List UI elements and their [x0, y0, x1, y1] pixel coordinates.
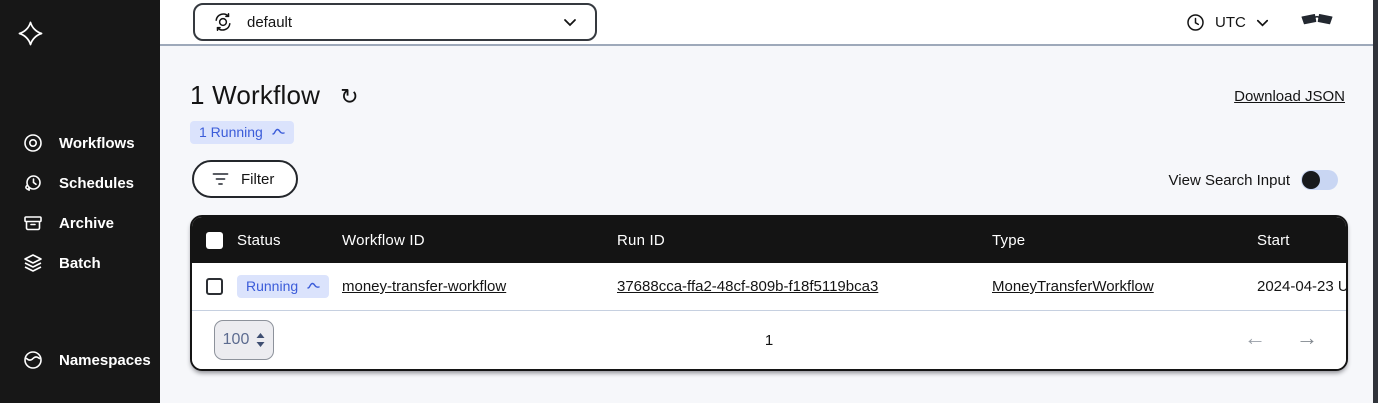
archive-icon [22, 212, 44, 234]
sidebar-nav-bottom: Namespaces [0, 340, 160, 380]
sidebar-item-label: Namespaces [59, 351, 151, 369]
batch-icon [22, 252, 44, 274]
namespace-switcher-icon [211, 10, 235, 34]
namespaces-icon [22, 349, 44, 371]
timezone-value: UTC [1215, 13, 1246, 31]
view-search-input-label: View Search Input [1168, 171, 1290, 189]
sidebar-item-schedules[interactable]: Schedules [0, 163, 160, 203]
column-header-start[interactable]: Start [1257, 231, 1290, 249]
download-json-link[interactable]: Download JSON [1234, 88, 1345, 105]
sidebar-item-workflows[interactable]: Workflows [0, 123, 160, 163]
workflows-table: Status Workflow ID Run ID Type Start Run… [190, 215, 1348, 371]
timezone-select[interactable]: UTC [1186, 0, 1271, 44]
sidebar-item-label: Workflows [59, 134, 135, 152]
page-size-select[interactable]: 100 [214, 320, 274, 360]
namespace-select[interactable]: default [193, 3, 597, 41]
table-footer: 100 1 ← → [192, 311, 1346, 369]
sidebar: Workflows Schedules Archive [0, 0, 160, 403]
clock-icon [1186, 13, 1205, 32]
previous-page-arrow[interactable]: ← [1244, 325, 1266, 350]
topbar: default UTC [160, 0, 1378, 46]
current-page-indicator: 1 [764, 331, 774, 349]
sidebar-item-archive[interactable]: Archive [0, 203, 160, 243]
vertical-scrollbar[interactable] [1373, 0, 1378, 403]
sidebar-item-label: Archive [59, 214, 115, 232]
heartbeat-icon [272, 128, 285, 135]
start-time-cell: 2024-04-23 U [1257, 278, 1346, 295]
filter-button[interactable]: Filter [192, 160, 299, 198]
page-size-value: 100 [222, 331, 250, 348]
namespace-select-value: default [247, 13, 293, 31]
sidebar-item-label: Batch [59, 254, 101, 272]
sidebar-nav: Workflows Schedules Archive [0, 123, 160, 283]
select-all-checkbox[interactable] [206, 231, 223, 249]
column-header-type[interactable]: Type [992, 231, 1026, 249]
sidebar-item-label: Schedules [59, 174, 135, 192]
table-row[interactable]: Running money-transfer-workflow 37688cca… [192, 263, 1346, 311]
chevron-down-icon [1254, 14, 1271, 31]
workflows-icon [22, 132, 44, 154]
status-badge: Running [237, 275, 330, 298]
column-header-workflow-id[interactable]: Workflow ID [342, 231, 425, 249]
sidebar-item-namespaces[interactable]: Namespaces [0, 340, 160, 380]
temporal-logo-icon[interactable] [18, 21, 43, 46]
run-id-link[interactable]: 37688cca-ffa2-48cf-809b-f18f5119bca3 [617, 278, 879, 295]
main-content: 1 Workflow ↻ Download JSON 1 Running Fil… [160, 46, 1378, 403]
labs-mode-glasses-icon[interactable] [1301, 12, 1333, 30]
workflow-id-link[interactable]: money-transfer-workflow [342, 278, 507, 295]
spinner-arrows-icon [256, 333, 265, 347]
filter-button-label: Filter [241, 170, 275, 188]
running-count-badge: 1 Running [190, 121, 294, 144]
toggle-knob [1302, 171, 1320, 189]
running-count-label: 1 Running [199, 124, 263, 140]
sidebar-item-batch[interactable]: Batch [0, 243, 160, 283]
chevron-down-icon [561, 13, 579, 31]
refresh-icon[interactable]: ↻ [340, 83, 359, 109]
filter-icon [212, 173, 229, 185]
column-header-status[interactable]: Status [237, 231, 281, 249]
schedules-icon [22, 172, 44, 194]
status-label: Running [246, 278, 299, 294]
next-page-arrow[interactable]: → [1296, 325, 1318, 350]
row-checkbox[interactable] [206, 278, 223, 295]
page-title: 1 Workflow [190, 80, 321, 110]
table-header-row: Status Workflow ID Run ID Type Start [192, 217, 1346, 263]
column-header-run-id[interactable]: Run ID [617, 231, 665, 249]
workflow-type-link[interactable]: MoneyTransferWorkflow [992, 278, 1154, 295]
heartbeat-icon [307, 282, 320, 289]
view-search-input-toggle[interactable] [1301, 170, 1338, 190]
